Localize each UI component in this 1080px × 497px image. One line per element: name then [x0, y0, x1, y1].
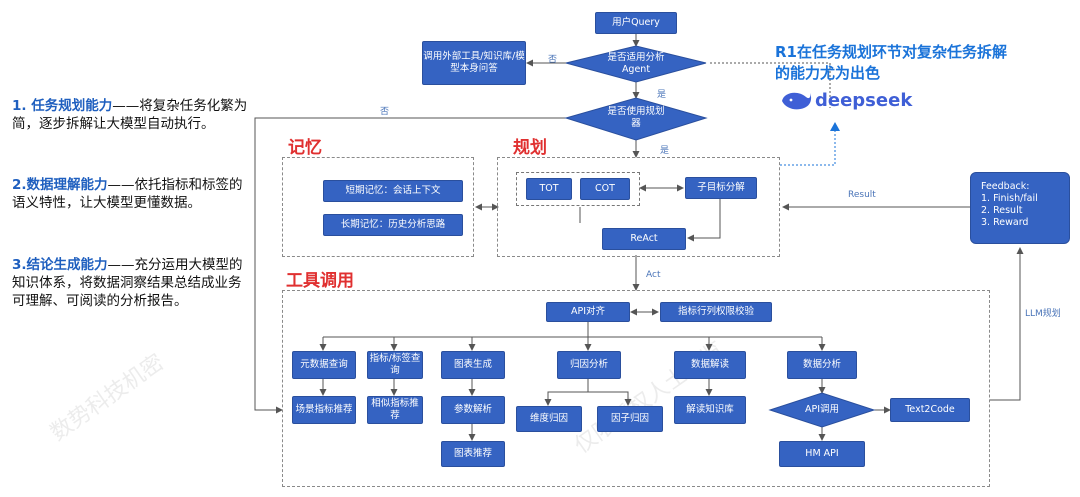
whale-icon [782, 92, 812, 110]
act-label: Act [646, 270, 661, 280]
subgoal-node: 子目标分解 [685, 177, 757, 199]
permission-node: 指标行列权限校验 [660, 302, 772, 322]
decision-agent-node: 是否适用分析Agent [607, 52, 665, 75]
long-term-memory: 长期记忆：历史分析思路 [323, 214, 463, 236]
feedback-node: Feedback: 1. Finish/fail 2. Result 3. Re… [970, 172, 1070, 244]
knowledge-node: 解读知识库 [674, 396, 746, 424]
capability-1-text: ——将复杂任务化繁为简，逐步拆解让大模型自动执行。 [12, 98, 248, 132]
feedback-item-3: 3. Reward [981, 217, 1029, 228]
tools-title: 工具调用 [286, 271, 354, 291]
label-no-agent: 否 [548, 55, 558, 65]
chart-gen-node: 图表生成 [441, 351, 505, 379]
label-yes-planner: 是 [660, 146, 670, 156]
feedback-title: Feedback: [981, 181, 1030, 192]
param-parse-node: 参数解析 [441, 396, 505, 424]
result-label: Result [848, 190, 876, 200]
short-term-memory: 短期记忆：会话上下文 [323, 180, 463, 202]
decision-planner-node: 是否使用规划器 [607, 106, 665, 129]
capability-3: 3.结论生成能力——充分运用大模型的知识体系，将数据洞察结果总结成业务可理解、可… [12, 256, 252, 310]
attribution-node: 归因分析 [557, 351, 621, 379]
feedback-item-2: 2. Result [981, 205, 1023, 216]
llm-plan-label: LLM规划 [1025, 309, 1061, 319]
memory-group [282, 157, 474, 257]
interpret-node: 数据解读 [674, 351, 746, 379]
react-node: ReAct [602, 228, 686, 250]
dim-attr-node: 维度归因 [516, 406, 582, 432]
planning-group [497, 157, 780, 257]
capability-1-title: 1. 任务规划能力 [12, 98, 113, 114]
external-tools-node: 调用外部工具/知识库/模型本身问答 [422, 41, 526, 85]
feedback-item-1: 1. Finish/fail [981, 193, 1038, 204]
capability-2-text: ——依托指标和标签的语义特性，让大模型更懂数据。 [12, 177, 243, 211]
capability-3-text: ——充分运用大模型的知识体系，将数据洞察结果总结成业务可理解、可阅读的分析报告。 [12, 257, 243, 309]
analysis-node: 数据分析 [787, 351, 857, 379]
deepseek-logo: deepseek [780, 89, 912, 111]
capability-2-title: 2.数据理解能力 [12, 177, 108, 193]
metric-query-node: 指标/标签查询 [367, 351, 423, 379]
deepseek-brand: deepseek [815, 89, 913, 111]
tools-group [282, 290, 990, 487]
hm-api-node: HM API [779, 441, 865, 467]
label-no-planner: 否 [380, 107, 390, 117]
scene-rec-node: 场景指标推荐 [292, 396, 356, 424]
api-align-node: API对齐 [546, 302, 630, 322]
capability-1: 1. 任务规划能力——将复杂任务化繁为简，逐步拆解让大模型自动执行。 [12, 97, 252, 133]
label-yes-agent: 是 [657, 90, 667, 100]
similar-rec-node: 相似指标推荐 [367, 396, 423, 424]
cot-node: COT [580, 178, 630, 200]
text2code-node: Text2Code [890, 398, 970, 422]
capability-3-title: 3.结论生成能力 [12, 257, 108, 273]
tot-node: TOT [526, 178, 572, 200]
deepseek-note: R1在任务规划环节对复杂任务拆解的能力尤为出色 [775, 43, 1007, 82]
memory-title: 记忆 [288, 138, 322, 158]
user-query-node: 用户Query [595, 12, 677, 34]
planning-title: 规划 [513, 138, 547, 158]
api-call-node: API调用 [804, 404, 840, 415]
factor-attr-node: 因子归因 [597, 406, 663, 432]
capability-2: 2.数据理解能力——依托指标和标签的语义特性，让大模型更懂数据。 [12, 176, 252, 212]
tot-cot-group [516, 172, 640, 206]
meta-query-node: 元数据查询 [292, 351, 356, 379]
chart-rec-node: 图表推荐 [441, 441, 505, 467]
